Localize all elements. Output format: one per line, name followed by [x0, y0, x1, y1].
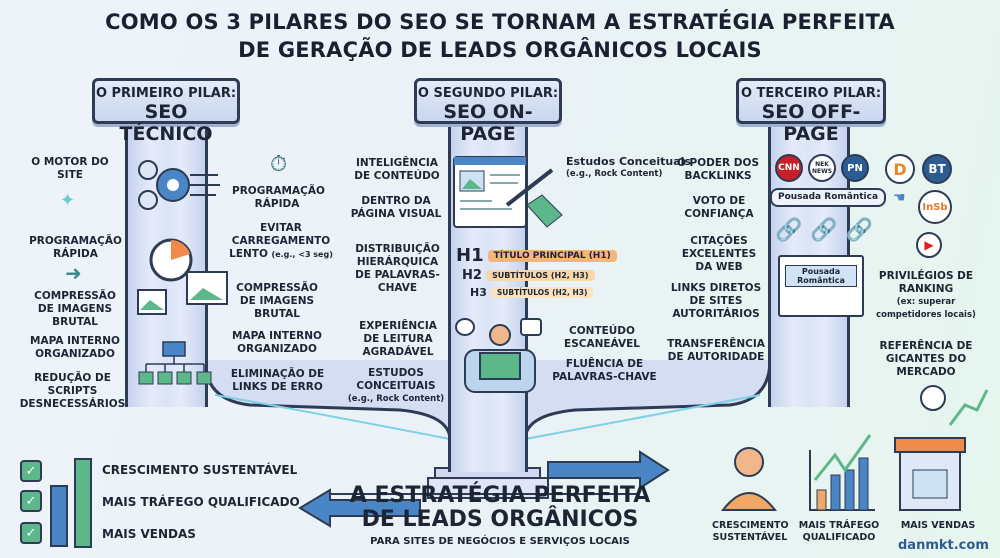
label-citacoes: CITAÇÕES EXCELENTES DA WEB: [681, 235, 757, 273]
label-privilegios: PRIVILÉGIOS DE RANKING(ex: superar compe…: [876, 270, 976, 320]
youtube-icon: ▶: [916, 232, 942, 258]
bar-icon: [50, 485, 68, 547]
label-distribuicao: DISTRIBUIÇÃO HIERÁRQUICA DE PALAVRAS-CHA…: [355, 243, 440, 294]
label-links-diretos: LINKS DIRETOS DE SITES AUTORITÁRIOS: [670, 282, 762, 320]
label-escaneavel: CONTEÚDO ESCANEÁVEL: [564, 325, 640, 350]
label-programacao-right: PROGRAMAÇÃO RÁPIDA: [232, 185, 325, 210]
webpage-pen-icon: [453, 156, 563, 228]
label-fluencia: FLUÊNCIA DE PALAVRAS-CHAVE: [552, 358, 657, 383]
pillar-header-offpage: O TERCEIRO PILAR: SEO OFF-PAGE: [736, 78, 886, 145]
gears-timer-sitemap-icons: [137, 160, 220, 385]
site-label-badge: Pousada Romântica: [770, 188, 887, 207]
logo-d-icon: D: [885, 154, 915, 184]
label-programacao: PROGRAMAÇÃO RÁPIDA: [29, 235, 122, 260]
benefit-right-trafego: MAIS TRÁFEGO QUALIFICADO: [798, 520, 880, 543]
page-title: COMO OS 3 PILARES DO SEO SE TORNAM A EST…: [105, 10, 895, 62]
label-mapa-right: MAPA INTERNO ORGANIZADO: [232, 330, 322, 355]
arrow-icon: ➜: [65, 261, 82, 285]
stopwatch-icon: ⏱: [270, 152, 288, 177]
label-evitar: EVITAR CARREGAMENTO LENTO (e.g., <3 seg): [229, 222, 333, 260]
pillar-header-technical: O PRIMEIRO PILAR: SEO TÉCNICO: [92, 78, 240, 145]
label-referencia: REFERÊNCIA DE GICANTES DO MERCADO: [879, 340, 973, 378]
bar-icon: [74, 458, 92, 548]
logo-pn: PN: [841, 154, 869, 182]
benefit-vendas: MAIS VENDAS: [102, 527, 196, 541]
heading-h2: H2 SUBTÍTULOS (H2, H3): [462, 268, 595, 283]
label-mapa: MAPA INTERNO ORGANIZADO: [30, 335, 120, 360]
benefit-right-vendas: MAIS VENDAS: [900, 520, 976, 531]
label-scripts: REDUÇÃO DE SCRIPTS DESNECESSÁRIOS: [19, 372, 126, 410]
logo-cnn: CNN: [775, 154, 803, 182]
benefit-crescimento: CRESCIMENTO SUSTENTÁVEL: [102, 463, 298, 477]
logo-insb: InSb: [918, 190, 952, 224]
reader-icon: [455, 318, 542, 393]
brand-link[interactable]: danmkt.com: [898, 538, 989, 553]
chain-link-icons: 🔗🔗🔗: [775, 218, 882, 243]
label-estudos: ESTUDOS CONCEITUAIS(e.g., Rock Content): [347, 367, 445, 404]
benefit-right-crescimento: CRESCIMENTO SUSTENTÁVEL: [712, 520, 789, 543]
site-webpage-icon: Pousada Romântica: [778, 255, 864, 317]
benefit-trafego: MAIS TRÁFEGO QUALIFICADO: [102, 495, 300, 509]
sparkle-icon: ✦: [60, 190, 76, 211]
image-icon: [186, 271, 228, 305]
check-icon: ✓: [20, 490, 42, 512]
label-motor: O MOTOR DO SITE: [31, 156, 109, 181]
label-compressao: COMPRESSÃO DE IMAGENS BRUTAL: [34, 290, 116, 328]
pillar-header-onpage: O SEGUNDO PILAR: SEO ON-PAGE: [414, 78, 562, 145]
cursor-icon: ☚: [893, 190, 906, 206]
label-inteligencia: INTELIGÊNCIA DE CONTEÚDO: [354, 157, 440, 182]
logo-nek-news: NEK NEWS: [808, 154, 836, 182]
label-experiencia: EXPERIÊNCIA DE LEITURA AGRADÁVEL: [359, 320, 437, 358]
label-pagina-visual: DENTRO DA PÁGINA VISUAL: [350, 195, 442, 220]
logo-bt: BT: [922, 154, 952, 184]
label-transferencia: TRANSFERÊNCIA DE AUTORIDADE: [667, 338, 765, 363]
label-compressao-right: COMPRESSÃO DE IMAGENS BRUTAL: [236, 282, 318, 320]
strategy-title: A ESTRATÉGIA PERFEITA DE LEADS ORGÂNICOS…: [349, 483, 651, 548]
heading-h1: H1 TÍTULO PRINCIPAL (H1): [456, 246, 617, 266]
label-voto: VOTO DE CONFIANÇA: [684, 195, 754, 220]
heading-h3: H3 SUBTÍTULOS (H2, H3): [470, 286, 594, 299]
check-icon: ✓: [20, 522, 42, 544]
benefit-icons-right: [720, 385, 989, 511]
label-links-erro: ELIMINAÇÃO DE LINKS DE ERRO: [230, 368, 325, 393]
label-backlinks: O PODER DOS BACKLINKS: [676, 157, 760, 182]
check-icon: ✓: [20, 460, 42, 482]
label-estudos-right: Estudos Conceituais(e.g., Rock Content): [566, 155, 692, 179]
